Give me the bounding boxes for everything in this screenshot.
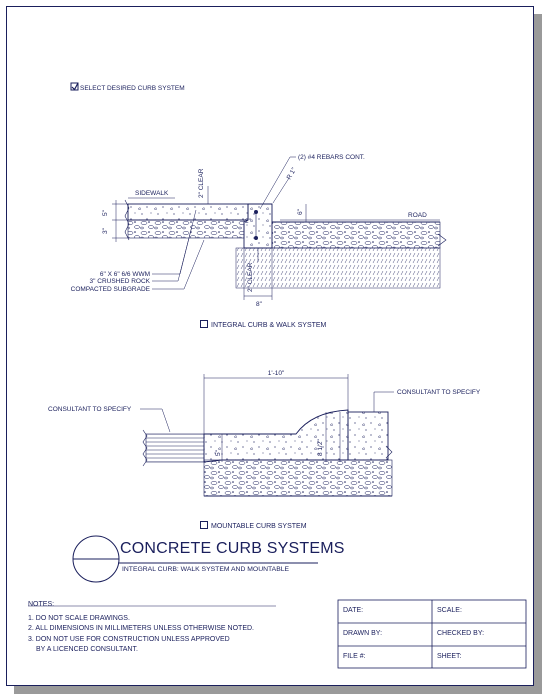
consultant-left-label: CONSULTANT TO SPECIFY	[48, 406, 132, 413]
title-block	[337, 599, 527, 669]
date-field: DATE:	[343, 607, 364, 614]
file-number-field: FILE #:	[343, 653, 366, 660]
mountable-curb-section	[203, 409, 349, 463]
crushed-rock-layer	[127, 219, 245, 239]
integral-option[interactable]: INTEGRAL CURB & WALK SYSTEM	[200, 320, 326, 329]
select-label: SELECT DESIRED CURB SYSTEM	[80, 85, 185, 92]
mountable-curb-detail	[140, 374, 394, 497]
notes-heading: NOTES:	[28, 601, 55, 608]
dim-5-label: 5"	[102, 209, 109, 216]
dim-2-label: 2"	[245, 218, 252, 225]
adjacent-slab-right	[347, 411, 389, 461]
dim-8-label: 8"	[256, 301, 263, 308]
scale-field: SCALE:	[437, 607, 462, 614]
crushed-rock-base	[203, 459, 393, 497]
drawn-by-field: DRAWN BY:	[343, 630, 383, 637]
note-line: BY A LICENCED CONSULTANT.	[36, 646, 138, 653]
radius-label: R 1"	[286, 166, 299, 181]
integral-checkbox[interactable]	[200, 320, 208, 328]
width-label: 1'-10"	[268, 370, 285, 377]
drawing-subtitle: INTEGRAL CURB: WALK SYSTEM AND MOUNTABLE	[122, 566, 290, 573]
note-line: 1. DO NOT SCALE DRAWINGS.	[28, 614, 130, 622]
consultant-right-label: CONSULTANT TO SPECIFY	[397, 389, 481, 396]
clear-top-label: 2" CLEAR	[198, 168, 205, 198]
rebars-label: (2) #4 REBARS CONT.	[298, 154, 365, 161]
curb-section	[243, 203, 273, 249]
note-line: 2. ALL DIMENSIONS IN MILLIMETERS UNLESS …	[28, 625, 254, 632]
dim-3-label: 3"	[102, 227, 109, 234]
road-base	[271, 221, 441, 249]
note-line: 3. DON NOT USE FOR CONSTRUCTION UNLESS A…	[28, 635, 230, 643]
integral-option-label: INTEGRAL CURB & WALK SYSTEM	[211, 322, 327, 329]
rebar-bottom	[254, 236, 258, 240]
mountable-option[interactable]: MOUNTABLE CURB SYSTEM	[200, 521, 307, 530]
subgrade-label: COMPACTED SUBGRADE	[71, 286, 151, 293]
subgrade-layer	[235, 247, 441, 289]
road-label: ROAD	[408, 212, 427, 219]
existing-paving-left	[145, 433, 205, 463]
wwm-label: 6" X 6" 6/6 WWM	[100, 271, 150, 278]
dim-8-5-label: 8 1/2"	[317, 439, 324, 456]
rock-label: 3" CRUSHED ROCK	[90, 278, 151, 285]
checked-by-field: CHECKED BY:	[437, 630, 485, 637]
drawing-title: CONCRETE CURB SYSTEMS	[120, 540, 345, 557]
mountable-checkbox[interactable]	[200, 521, 208, 529]
dim-6-label: 6"	[297, 208, 304, 215]
drawing-sheet	[6, 6, 534, 686]
select-checkbox[interactable]	[70, 82, 79, 91]
sidewalk-label: SIDEWALK	[135, 190, 169, 197]
notes-block: NOTES: 1. DO NOT SCALE DRAWINGS. 2. ALL …	[28, 600, 254, 656]
dim-5-mount-label: 5"	[215, 449, 222, 456]
sidewalk-slab	[127, 203, 249, 221]
clear-bottom-label: 2" CLEAR	[247, 262, 254, 292]
mountable-option-label: MOUNTABLE CURB SYSTEM	[211, 523, 307, 530]
title-symbol	[72, 535, 120, 583]
integral-curb-detail	[112, 156, 447, 300]
rebar-top	[254, 210, 258, 214]
sheet-field: SHEET:	[437, 653, 462, 660]
